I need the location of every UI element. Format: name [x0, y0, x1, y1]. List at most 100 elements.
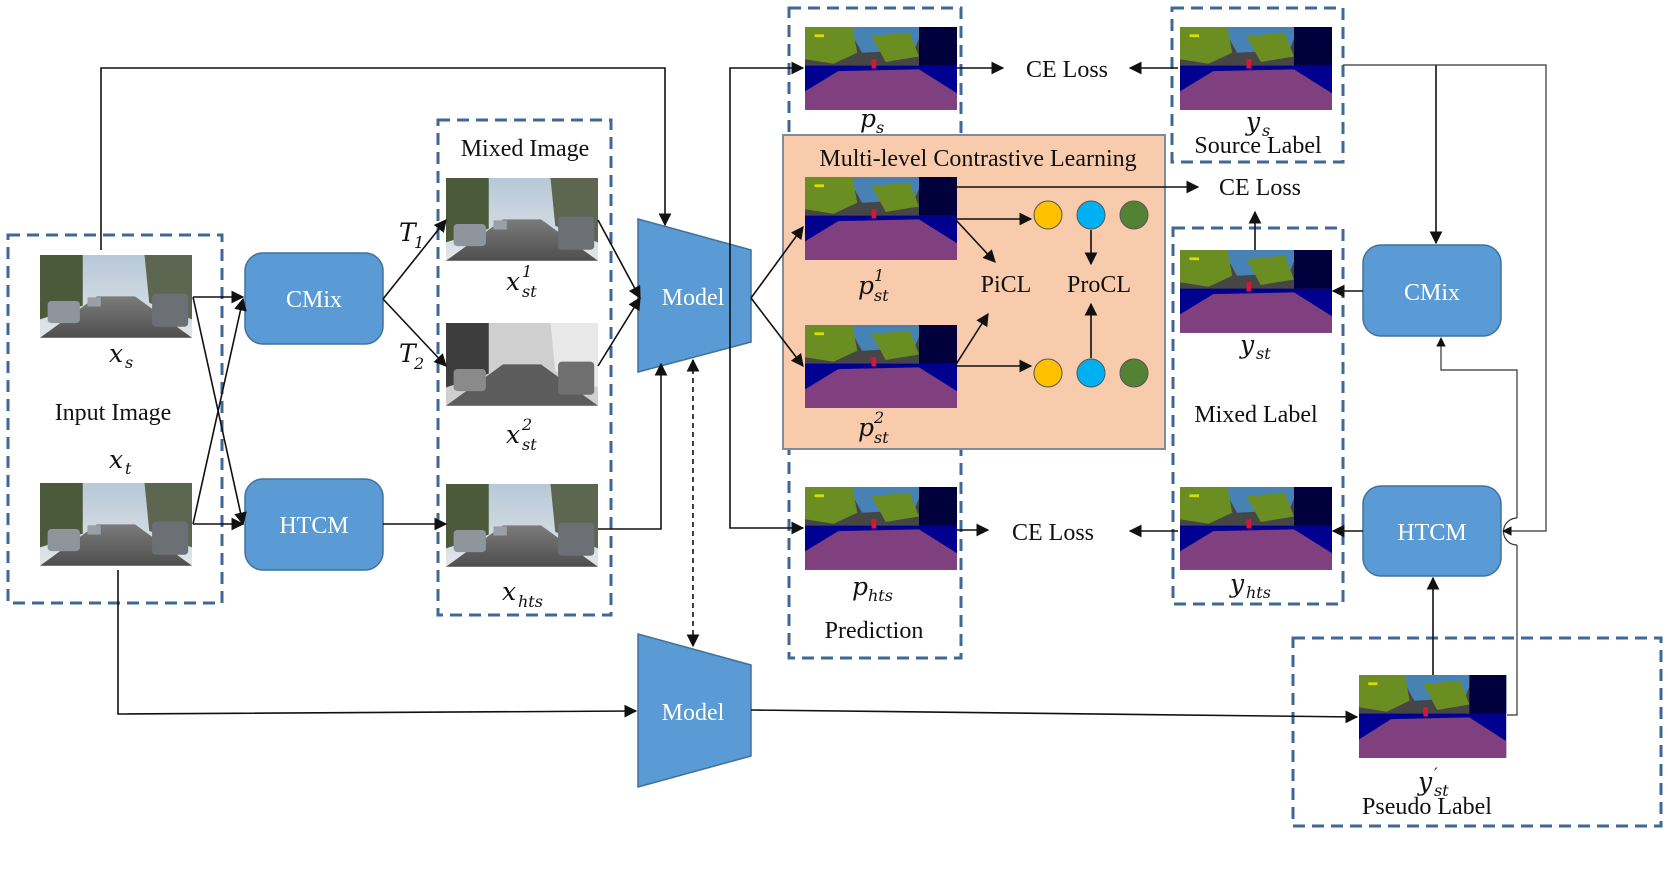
edge-xs-model: [100, 67, 672, 250]
sym-phts: p hts: [852, 572, 893, 605]
sym-ys-base: y: [1245, 107, 1261, 136]
sym-xhts-sub: hts: [518, 592, 543, 611]
feature-circle-yellow-top: [1033, 200, 1063, 230]
sym-phts-base: p: [852, 572, 868, 601]
prediction-label: Prediction: [825, 618, 924, 644]
pseudo-label-text: Pseudo Label: [1362, 794, 1492, 820]
mixed-label-hts-image: [1180, 487, 1332, 570]
sym-yst-sub: st: [1256, 344, 1271, 363]
sym-pst1: p 1 st: [858, 266, 889, 305]
picl-label: PiCL: [981, 272, 1032, 298]
input-target-image: [40, 483, 192, 566]
htcm-label-right: HTCM: [1397, 520, 1466, 546]
sym-t2: T 2: [399, 339, 424, 373]
sym-t1-sub: 1: [414, 233, 424, 252]
sym-xs: x s: [109, 339, 133, 372]
model-top: Model: [637, 218, 752, 373]
input-source-image: [40, 255, 192, 338]
prediction-hts: [805, 487, 957, 570]
sym-yst-prime: y ′ st: [1417, 764, 1449, 800]
sym-yst: y st: [1239, 330, 1271, 363]
pseudo-label-group: [1291, 636, 1663, 828]
sym-pst2: p 2 st: [858, 408, 889, 447]
mixed-image-hts: [446, 484, 598, 567]
htcm-node-left: HTCM: [244, 478, 384, 571]
edge-pseudo-cmix: [1441, 338, 1518, 716]
prediction-source: [805, 27, 957, 110]
edge-xt-model-bottom: [117, 570, 638, 718]
prediction-st2: [805, 325, 957, 408]
sym-ps-base: p: [860, 104, 876, 133]
sym-t2-base: T: [399, 339, 418, 368]
sym-xst2-base: x: [506, 420, 520, 449]
feature-circle-yellow-bottom: [1033, 358, 1063, 388]
edge-model-ps: [729, 61, 805, 298]
sym-pst1-sub: st: [874, 286, 889, 305]
ce-loss-hts: CE Loss: [1012, 520, 1094, 546]
edge-xt-cmix: [192, 297, 247, 525]
edge-model-pst1: [750, 225, 804, 299]
prediction-st1: [805, 177, 957, 260]
htcm-label: HTCM: [279, 513, 348, 539]
mcl-label: Multi-level Contrastive Learning: [819, 146, 1136, 172]
sym-xst2: x 2 st: [506, 415, 537, 454]
sym-t1-base: T: [399, 218, 418, 247]
source-label-image: [1180, 27, 1332, 110]
htcm-node-right: HTCM: [1362, 485, 1502, 577]
input-image-label: Input Image: [55, 400, 172, 426]
pseudo-label-image: [1359, 675, 1507, 758]
sym-pst1-base: p: [858, 271, 874, 300]
ce-loss-mixed: CE Loss: [1219, 175, 1301, 201]
sym-xt-base: x: [109, 445, 123, 474]
sym-yst-prime-base: y: [1417, 767, 1433, 796]
sym-pst2-sup: 2: [873, 408, 884, 427]
mixed-image-label: Mixed Image: [461, 136, 590, 162]
mixed-label-text: Mixed Label: [1194, 402, 1318, 428]
ce-loss-source: CE Loss: [1026, 57, 1108, 83]
feature-circle-green-bottom: [1119, 358, 1149, 388]
cmix-label-right: CMix: [1404, 280, 1460, 306]
sym-yst-prime-sup: ′: [1434, 764, 1438, 783]
sym-xhts-base: x: [502, 577, 516, 606]
cmix-node-right: CMix: [1362, 244, 1502, 337]
sym-ys: y s: [1245, 107, 1270, 140]
sym-yhts-base: y: [1229, 569, 1245, 598]
edge-mix2-model: [597, 296, 641, 367]
sym-xst1-sub: st: [522, 282, 537, 301]
edge-mix1-model: [597, 219, 641, 300]
sym-xt: x t: [109, 445, 132, 478]
mixed-image-1: [446, 178, 598, 261]
feature-circle-blue-bottom: [1076, 358, 1106, 388]
sym-ps-sub: s: [876, 118, 884, 137]
sym-xs-base: x: [109, 339, 123, 368]
source-label-group: [1170, 6, 1345, 164]
sym-xst2-sup: 2: [521, 415, 532, 434]
source-label-text: Source Label: [1194, 133, 1322, 159]
sym-xt-sub: t: [125, 459, 132, 478]
sym-t1: T 1: [399, 218, 424, 252]
sym-ps: p s: [860, 104, 884, 137]
edge-cmix-mix2: [382, 298, 447, 367]
sym-pst2-sub: st: [874, 428, 889, 447]
sym-xst2-sub: st: [522, 435, 537, 454]
sym-yhts: y hts: [1229, 569, 1271, 602]
mixed-image-2: [446, 323, 598, 406]
edge-pst2-picl: [954, 312, 989, 367]
feature-circle-blue-top: [1076, 200, 1106, 230]
mixed-image-group: [436, 118, 613, 617]
edge-model-phts: [729, 298, 805, 535]
edge-model-pseudo: [750, 709, 1359, 724]
procl-label: ProCL: [1067, 272, 1131, 298]
input-image-group: [6, 233, 224, 605]
sym-pst2-base: p: [858, 413, 874, 442]
model-bottom-label: Model: [662, 700, 725, 726]
edge-cmix-mix1: [382, 218, 447, 300]
sym-xst1-base: x: [506, 267, 520, 296]
cmix-node-left: CMix: [244, 252, 384, 345]
mixed-label-group: [1171, 226, 1345, 606]
edges: [100, 61, 1547, 724]
model-bottom: Model: [637, 633, 752, 788]
sym-ys-sub: s: [1262, 121, 1270, 140]
edge-pst1-picl: [954, 218, 996, 263]
